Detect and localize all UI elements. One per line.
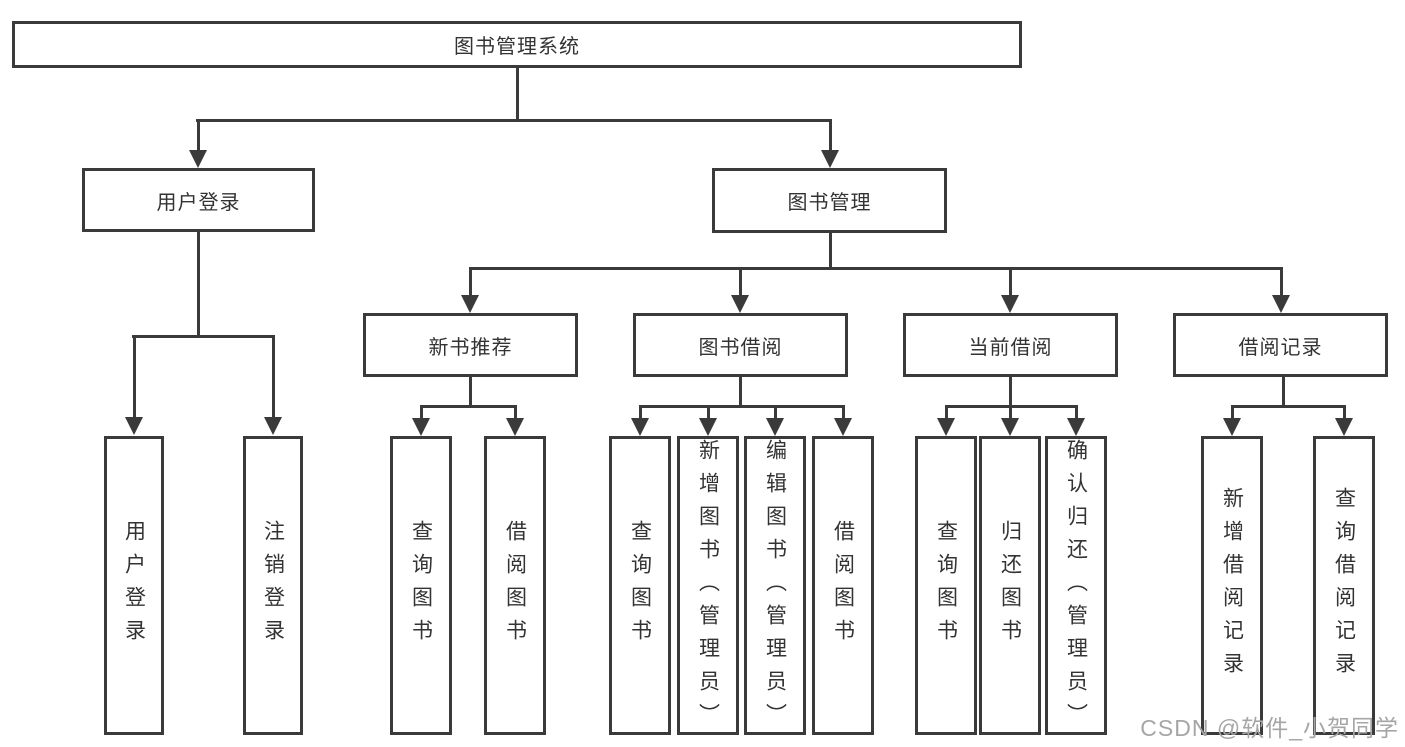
connector-leaf-rail [639,405,845,408]
connector-userlogin-rail [132,335,275,338]
node-book-management: 图书管理 [712,168,947,233]
leaf-return-book: 归还图书 [979,436,1041,735]
arrow-down-icon [1272,295,1290,313]
arrow-down-icon [189,150,207,168]
arrow-down-icon [461,295,479,313]
connector-stem [1009,377,1012,408]
arrow-down-icon [125,417,143,435]
leaf-query-borrow-record: 查询借阅记录 [1313,436,1375,735]
connector-drop [420,405,423,418]
connector-drop [707,405,710,418]
connector-drop [1231,405,1234,418]
connector-drop [514,405,517,418]
connector-bookmgmt-stem [829,233,832,269]
connector-drop [469,267,472,295]
connector-stem [469,377,472,408]
arrow-down-icon [631,418,649,436]
node-current-borrowing: 当前借阅 [903,313,1118,377]
connector-drop [739,267,742,295]
connector-drop [639,405,642,418]
connector-drop [1075,405,1078,418]
leaf-add-book-admin: 新增图书（管理员） [677,436,739,736]
arrow-down-icon [821,150,839,168]
arrow-down-icon [1223,418,1241,436]
connector-level3-rail [469,267,1283,270]
node-library-system: 图书管理系统 [12,21,1022,68]
connector-drop [829,119,832,151]
connector-drop [774,405,777,418]
connector-drop [133,335,136,417]
connector-drop [272,335,275,417]
leaf-query-books-current: 查询图书 [915,436,977,735]
leaf-logout: 注销登录 [243,436,303,735]
leaf-confirm-return-admin: 确认归还（管理员） [1045,436,1107,736]
connector-drop [842,405,845,418]
arrow-down-icon [264,417,282,435]
arrow-down-icon [506,418,524,436]
connector-drop [1280,267,1283,295]
leaf-edit-book-admin: 编辑图书（管理员） [744,436,806,736]
arrow-down-icon [1335,418,1353,436]
arrow-down-icon [766,418,784,436]
node-user-login: 用户登录 [82,168,315,232]
connector-root-stem [516,68,519,121]
arrow-down-icon [1067,418,1085,436]
leaf-query-books-borrowing: 查询图书 [609,436,671,735]
arrow-down-icon [937,418,955,436]
arrow-down-icon [1001,295,1019,313]
connector-drop [945,405,948,418]
leaf-add-borrow-record: 新增借阅记录 [1201,436,1263,735]
connector-level1-rail [196,119,832,122]
leaf-user-login: 用户登录 [104,436,164,735]
leaf-borrow-books-borrowing: 借阅图书 [812,436,874,735]
connector-leaf-rail [420,405,517,408]
connector-leaf-rail [1231,405,1345,408]
arrow-down-icon [834,418,852,436]
leaf-borrow-books-recommend: 借阅图书 [484,436,546,735]
node-book-borrowing: 图书借阅 [633,313,848,377]
connector-drop [1343,405,1346,418]
arrow-down-icon [412,418,430,436]
node-new-book-recommend: 新书推荐 [363,313,578,377]
arrow-down-icon [699,418,717,436]
arrow-down-icon [1001,418,1019,436]
connector-stem [1282,377,1285,408]
connector-drop [1009,405,1012,418]
watermark: CSDN @软件_小贺同学 [1140,715,1399,741]
leaf-query-books-recommend: 查询图书 [390,436,452,735]
node-borrowing-records: 借阅记录 [1173,313,1388,377]
connector-userlogin-stem [197,232,200,337]
connector-drop [1009,267,1012,295]
connector-drop [197,119,200,151]
connector-stem [739,377,742,408]
arrow-down-icon [731,295,749,313]
